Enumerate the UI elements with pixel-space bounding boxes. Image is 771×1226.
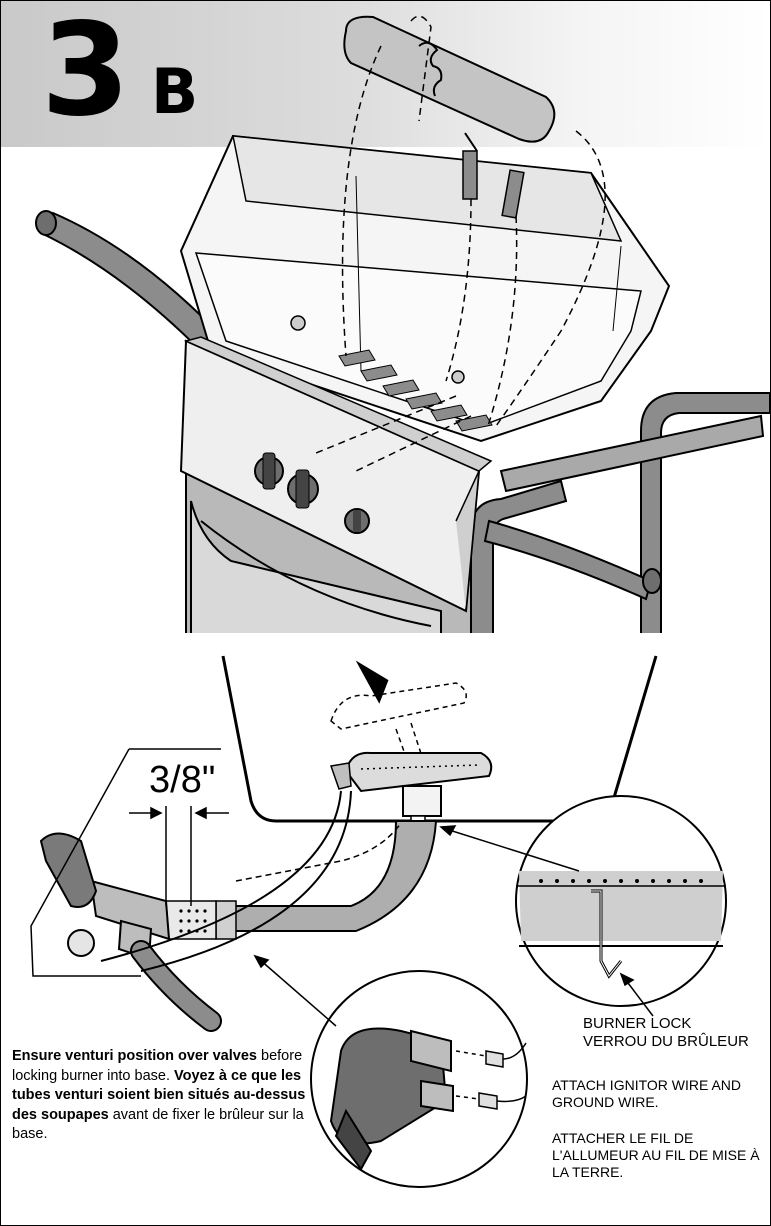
attach-wire-instruction-en: ATTACH IGNITOR WIRE AND GROUND WIRE. <box>552 1077 742 1110</box>
callout-arrows <box>253 825 654 1027</box>
grill-assembly-illustration <box>1 15 770 641</box>
wire-connection-detail <box>310 970 528 1188</box>
valve-assembly <box>39 832 222 1032</box>
note-fr-rest: avant de fixer le brûleur sur la base. <box>12 1106 304 1143</box>
venturi-tube <box>165 820 438 940</box>
attach-wire-instruction-fr: ATTACHER LE FIL DE L'ALLUMEUR AU FIL DE … <box>552 1130 760 1180</box>
burner-top <box>343 15 556 219</box>
note-en-rest: before locking burner into base. <box>12 1048 303 1084</box>
firebox <box>179 134 671 443</box>
note-fr-bold: Voyez à ce que les tubes venturi soient … <box>12 1067 306 1123</box>
ignitor-wire <box>100 790 342 962</box>
ground-wire <box>140 790 352 972</box>
side-handle-left <box>35 210 228 353</box>
measurement-guide <box>30 748 229 977</box>
control-panel <box>179 336 493 613</box>
burner-lock-detail <box>515 795 727 1007</box>
ignitor-button <box>344 508 370 534</box>
cart-frame-right <box>470 392 770 641</box>
control-knob-left <box>254 452 284 490</box>
venturi-note: Ensure venturi position over valves befo… <box>12 1047 312 1145</box>
burner-lock-label-en: BURNER LOCK <box>583 1015 692 1032</box>
burner-lock-label-fr: VERROU DU BRÛLEUR <box>583 1033 749 1050</box>
insert-arrow-icon <box>355 660 389 704</box>
burner-installed <box>329 751 493 831</box>
step-letter: B <box>151 55 199 128</box>
step-number: 3 <box>41 0 130 145</box>
control-knob-right <box>287 469 319 509</box>
note-en-bold: Ensure venturi position over valves <box>12 1048 257 1064</box>
assembly-guide-lines <box>315 15 606 472</box>
measurement-label: 3/8" <box>149 759 216 801</box>
burner-detail-illustration <box>30 655 727 1188</box>
